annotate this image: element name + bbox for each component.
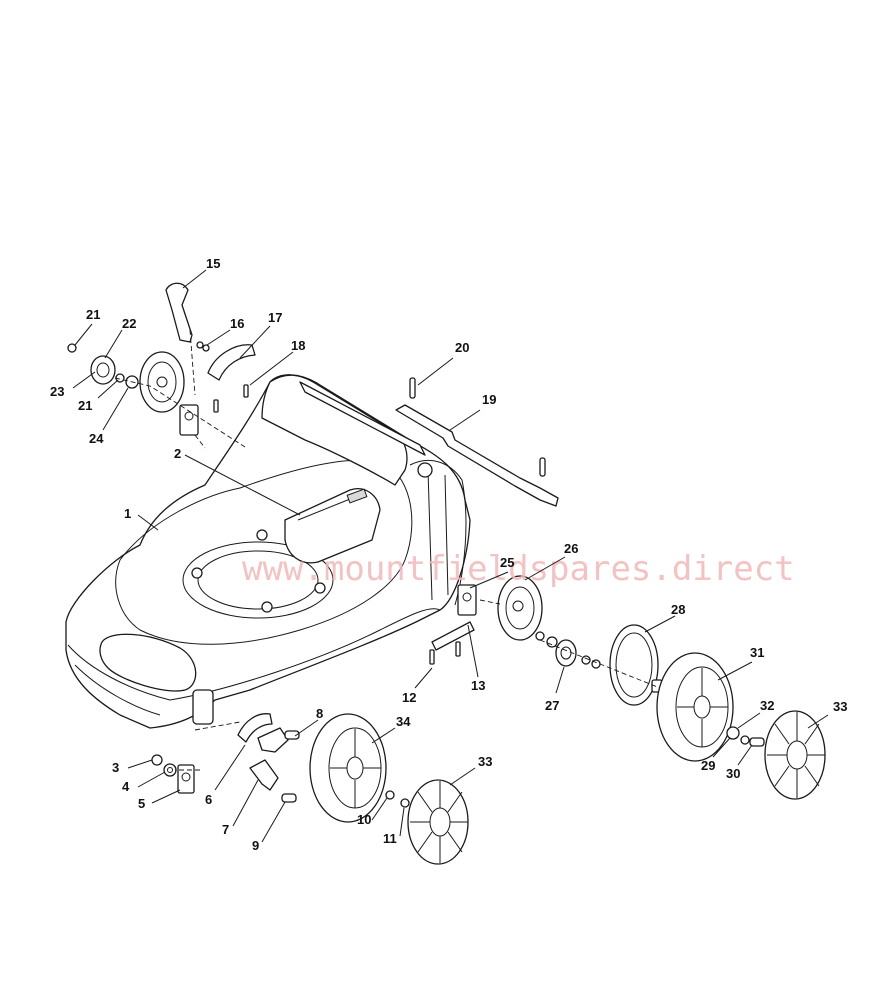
- callout-23: 23: [50, 384, 64, 399]
- callout-6: 6: [205, 792, 212, 807]
- callout-5: 5: [138, 796, 145, 811]
- callout-29: 29: [701, 758, 715, 773]
- leader-lines: [72, 269, 829, 843]
- callout-15: 15: [206, 256, 220, 271]
- callout-25: 25: [500, 555, 514, 570]
- callout-33-front: 33: [478, 754, 492, 769]
- callout-28: 28: [671, 602, 685, 617]
- callout-12: 12: [402, 690, 416, 705]
- callout-27: 27: [545, 698, 559, 713]
- callout-4: 4: [122, 779, 130, 794]
- callout-1: 1: [124, 506, 131, 521]
- callout-10: 10: [357, 812, 371, 827]
- callout-16: 16: [230, 316, 244, 331]
- mower-deck: [65, 374, 471, 729]
- callout-26: 26: [564, 541, 578, 556]
- callout-31: 31: [750, 645, 764, 660]
- height-adjust-assembly: [67, 282, 256, 449]
- rear-axle: [395, 377, 559, 507]
- callout-17: 17: [268, 310, 282, 325]
- callout-8: 8: [316, 706, 323, 721]
- callout-18: 18: [291, 338, 305, 353]
- callout-11: 11: [383, 831, 397, 846]
- callout-22: 22: [122, 316, 136, 331]
- watermark: www.mountfieldspares.direct: [242, 549, 795, 589]
- rear-drive: [429, 575, 663, 706]
- callout-13: 13: [471, 678, 485, 693]
- callout-32: 32: [760, 698, 774, 713]
- rear-wheel: [656, 652, 826, 800]
- callout-21-bottom: 21: [78, 398, 92, 413]
- callout-21-top: 21: [86, 307, 100, 322]
- callout-labels: 1 2 3 4 5 6 7 8 9 10 11 12 13 15 16 17 1…: [50, 256, 847, 853]
- callout-33-rear: 33: [833, 699, 847, 714]
- callout-7: 7: [222, 822, 229, 837]
- callout-24: 24: [89, 431, 104, 446]
- callout-30: 30: [726, 766, 740, 781]
- callout-9: 9: [252, 838, 259, 853]
- callout-3: 3: [112, 760, 119, 775]
- callout-34: 34: [396, 714, 411, 729]
- front-wheel: [309, 713, 469, 865]
- callout-19: 19: [482, 392, 496, 407]
- callout-20: 20: [455, 340, 469, 355]
- callout-2: 2: [174, 446, 181, 461]
- motor-cover: [284, 488, 381, 564]
- front-height-parts: [151, 713, 300, 803]
